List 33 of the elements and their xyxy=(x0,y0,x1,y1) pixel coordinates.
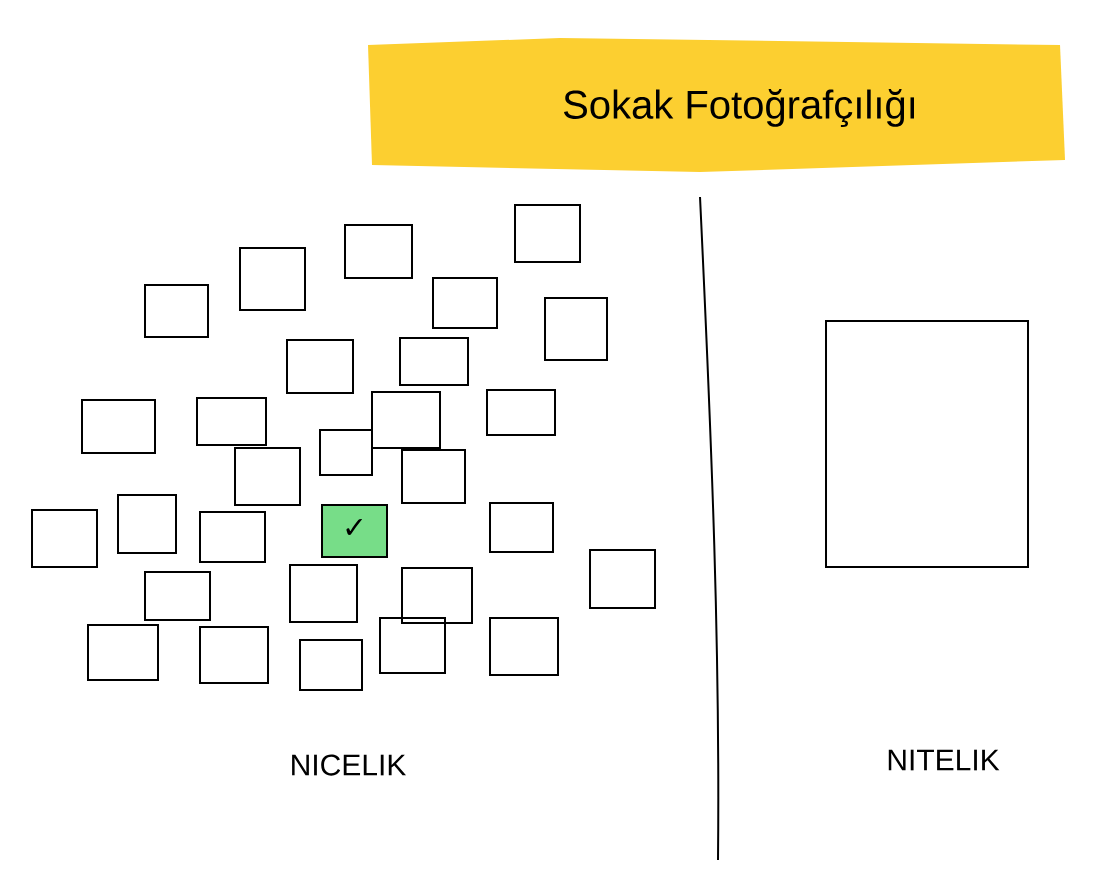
frame-box xyxy=(319,429,373,476)
frame-box xyxy=(31,509,98,568)
frame-box xyxy=(371,391,441,449)
frame-box xyxy=(117,494,177,554)
frame-box xyxy=(489,502,554,553)
checked-box: ✓ xyxy=(321,504,388,558)
frame-box xyxy=(81,399,156,454)
frame-box xyxy=(196,397,267,446)
frame-box xyxy=(544,297,608,361)
frame-box xyxy=(144,571,211,621)
frame-box xyxy=(401,567,473,624)
frame-box xyxy=(239,247,306,311)
frame-box xyxy=(234,447,301,506)
frame-box xyxy=(486,389,556,436)
caption-label: NICELIK xyxy=(292,754,406,776)
frame-box xyxy=(489,617,559,676)
frame-box xyxy=(399,337,469,386)
frame-box xyxy=(344,224,413,279)
frame-box xyxy=(401,449,466,504)
frame-box xyxy=(299,639,363,691)
frame-box xyxy=(286,339,354,394)
frame-box xyxy=(432,277,498,329)
frame-box xyxy=(87,624,159,681)
frame-box xyxy=(589,549,656,609)
caption-label: NITELIK xyxy=(888,749,1000,771)
frame-box xyxy=(199,626,269,684)
frame-box xyxy=(514,204,581,263)
frame-box xyxy=(144,284,209,338)
title: Sokak Fotoğrafçılığı xyxy=(563,89,914,127)
frame-box xyxy=(199,511,266,563)
frame-box xyxy=(379,617,446,674)
photo-frame xyxy=(825,320,1029,568)
frame-box xyxy=(289,564,358,623)
